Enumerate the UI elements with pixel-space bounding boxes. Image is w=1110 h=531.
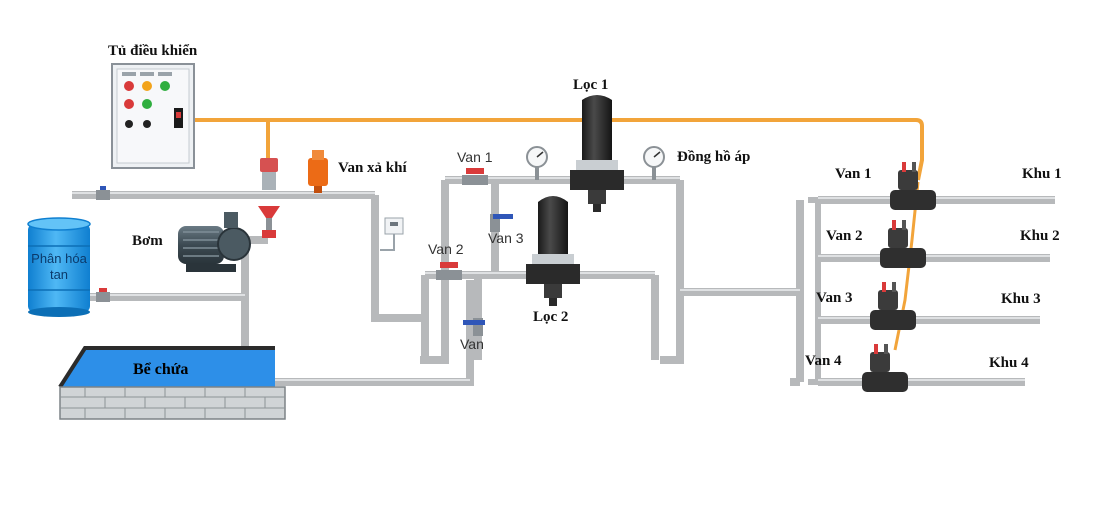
pipes <box>72 176 1055 386</box>
pump-icon <box>178 206 280 272</box>
pump-label: Bơm <box>132 233 163 249</box>
reservoir-basin-icon <box>58 346 286 420</box>
pipe-basin-return <box>240 280 474 386</box>
air-release-valve-label: Van xả khí <box>338 160 407 176</box>
pressure-gauge-label: Đồng hồ áp <box>677 149 751 165</box>
fertilizer-tank-icon <box>27 217 91 317</box>
zone-valve-1 <box>890 162 936 210</box>
filter-valve-4-icon <box>463 318 485 336</box>
pipe-zone-header-inner <box>808 197 821 385</box>
control-cabinet-icon <box>111 63 195 169</box>
zone-valve-4-label: Van 4 <box>805 353 842 369</box>
filter-valve-3-icon <box>490 214 513 232</box>
filter-valve-1-label: Van 1 <box>457 149 493 165</box>
filter-valve-2-icon <box>436 262 462 280</box>
pipe-main-down <box>371 195 425 322</box>
main-solenoid-icon <box>260 158 278 190</box>
zone-valve-4 <box>862 344 908 392</box>
control-cabinet-label: Tủ điều khiển <box>108 43 198 59</box>
disc-filter-1-icon <box>570 95 624 212</box>
zone-valve-3-label: Van 3 <box>816 290 853 306</box>
zone-valve-2-label: Van 2 <box>826 228 863 244</box>
pressure-switch-icon <box>380 217 404 251</box>
disc-filter-2-icon <box>526 196 580 306</box>
zone-4-label: Khu 4 <box>989 355 1029 371</box>
pipe-filter-right <box>660 180 684 364</box>
solenoid-valve-icon <box>862 162 936 392</box>
zone-valve-3 <box>870 282 916 330</box>
tank-label: Phân hóa tan <box>31 251 87 283</box>
pressure-gauge-icon <box>526 146 665 180</box>
zone-3-label: Khu 3 <box>1001 291 1041 307</box>
zone-valve-1-label: Van 1 <box>835 166 872 182</box>
filter-1-label: Lọc 1 <box>573 77 609 93</box>
filter-valve-1-icon <box>462 168 488 185</box>
filter-2-label: Lọc 2 <box>533 309 569 325</box>
filter-valve-2-label: Van 2 <box>428 241 464 257</box>
reservoir-label: Bể chứa <box>133 361 189 378</box>
zone-valve-2 <box>880 220 926 268</box>
air-release-valve-icon <box>308 150 328 193</box>
filter-valve-3-label: Van 3 <box>488 230 524 246</box>
zone-2-label: Khu 2 <box>1020 228 1060 244</box>
zone-1-label: Khu 1 <box>1022 166 1062 182</box>
signal-wire-main <box>194 118 924 181</box>
filter-valve-4-label: Van <box>460 336 484 352</box>
ball-valve-icon <box>96 186 110 302</box>
